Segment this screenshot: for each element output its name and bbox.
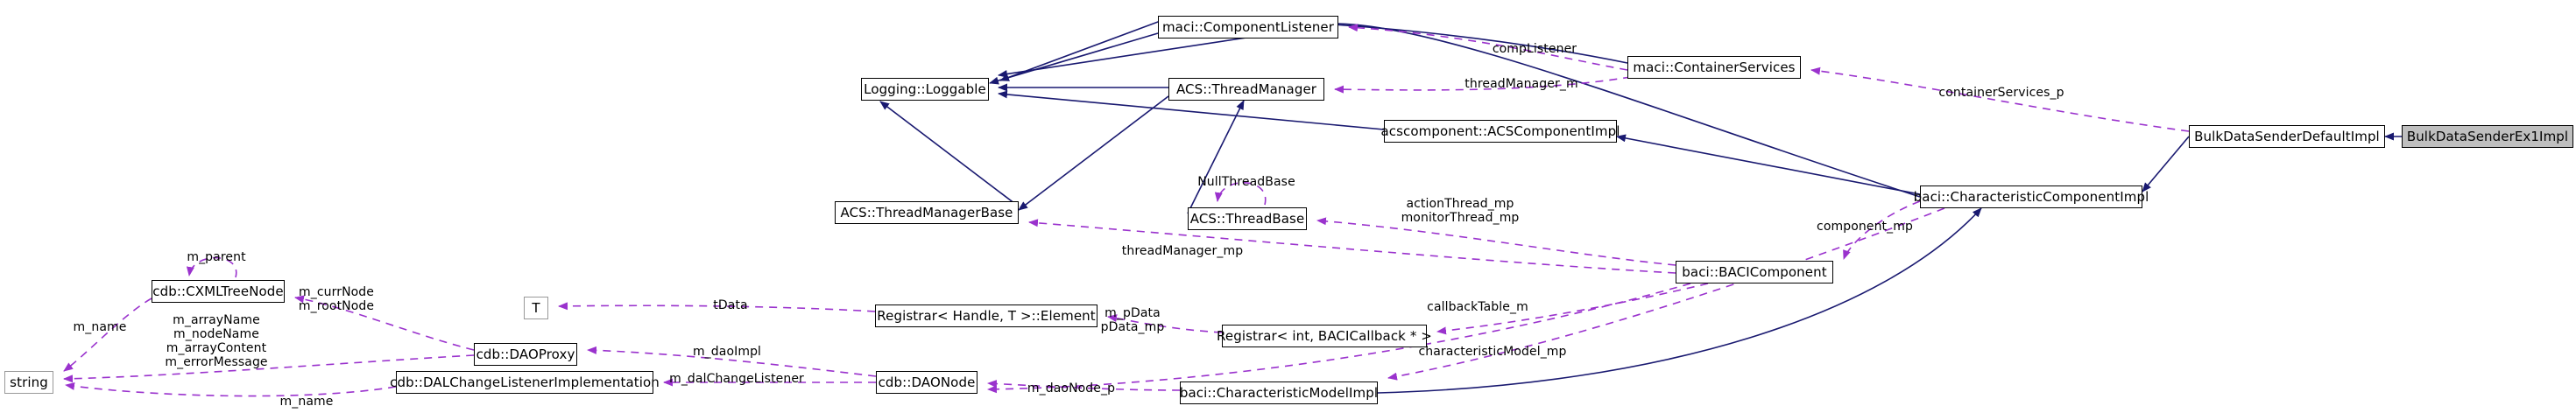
node-registrar-handle-t-element[interactable]: Registrar< Handle, T >::Element: [875, 304, 1097, 327]
edge-label-m-arraycontent: m_arrayContent: [166, 341, 267, 355]
node-bulkdatasenderex1impl[interactable]: BulkDataSenderEx1Impl: [2402, 125, 2573, 148]
edge-label-pdata-mp: pData_mp: [1100, 320, 1165, 334]
edge-label-m-dalchangelistener: m_dalChangeListener: [669, 372, 804, 386]
edge-label-m-parent: m_parent: [187, 250, 246, 264]
edge-label-m-daoimpl: m_daoImpl: [692, 345, 762, 359]
node-t[interactable]: T: [524, 297, 548, 319]
edge-label-m-pdata: m_pData: [1105, 306, 1161, 320]
edge-label-containerservices-p: containerServices_p: [1938, 86, 2064, 100]
node-baci-bacicomponent[interactable]: baci::BACIComponent: [1676, 261, 1833, 284]
edge-label-nullthreadbase: NullThreadBase: [1197, 175, 1295, 189]
edge-label-monitorthread-mp: monitorThread_mp: [1401, 211, 1520, 225]
node-string[interactable]: string: [4, 371, 53, 394]
node-cdb-daonode[interactable]: cdb::DAONode: [876, 371, 977, 394]
edge-label-m-daonode-p: m_daoNode_p: [1027, 382, 1116, 396]
node-cdb-daoproxy[interactable]: cdb::DAOProxy: [474, 343, 577, 366]
edge-label-tdata: tData: [713, 298, 748, 312]
usage-edges: [63, 24, 2190, 397]
edge-label-component-mp: component_mp: [1817, 220, 1913, 234]
node-acscomponent-acscomponentimpl[interactable]: acscomponent::ACSComponentImpl: [1380, 120, 1620, 143]
node-baci-characteristiccomponentimpl[interactable]: baci::CharacteristicComponentImpl: [1914, 186, 2149, 208]
edge-label-actionthread-mp: actionThread_mp: [1406, 197, 1514, 211]
edge-label-m-name-bottom: m_name: [279, 395, 334, 409]
node-registrar-int-bacicallback[interactable]: Registrar< int, BACICallback * >: [1217, 325, 1432, 347]
edge-label-characteristicmodel-mp: characteristicModel_mp: [1418, 345, 1567, 359]
node-acs-threadbase[interactable]: ACS::ThreadBase: [1188, 207, 1307, 230]
inheritance-edges: [879, 18, 2402, 394]
node-cdb-dalchangelistenerimplementation[interactable]: cdb::DALChangeListenerImplementation: [390, 371, 660, 394]
node-logging-loggable[interactable]: Logging::Loggable: [861, 78, 989, 101]
edge-label-m-currnode: m_currNode: [298, 285, 375, 299]
edge-label-m-arrayname: m_arrayName: [173, 313, 260, 327]
edge-label-m-nodename: m_nodeName: [173, 327, 259, 341]
node-acs-threadmanagerbase[interactable]: ACS::ThreadManagerBase: [835, 201, 1019, 224]
edge-label-complistener: compListener: [1492, 42, 1577, 56]
edge-label-m-rootnode: m_rootNode: [298, 299, 375, 313]
node-bulkdatasenderdefaultimpl[interactable]: BulkDataSenderDefaultImpl: [2189, 125, 2385, 148]
edge-label-m-name-left: m_name: [73, 320, 127, 334]
edge-label-threadmanager-m: threadManager_m: [1464, 77, 1578, 91]
node-maci-containerservices[interactable]: maci::ContainerServices: [1627, 56, 1801, 79]
node-cdb-cxmltreenode[interactable]: cdb::CXMLTreeNode: [152, 280, 285, 303]
node-acs-threadmanager[interactable]: ACS::ThreadManager: [1168, 78, 1324, 101]
node-baci-characteristicmodelimpl[interactable]: baci::CharacteristicModelImpl: [1180, 382, 1378, 404]
edge-label-m-errormessage: m_errorMessage: [165, 355, 268, 369]
edge-label-callbacktable-m: callbackTable_m: [1427, 300, 1528, 314]
edge-label-threadmanager-mp: threadManager_mp: [1121, 244, 1244, 258]
node-maci-componentlistener[interactable]: maci::ComponentListener: [1158, 16, 1338, 38]
